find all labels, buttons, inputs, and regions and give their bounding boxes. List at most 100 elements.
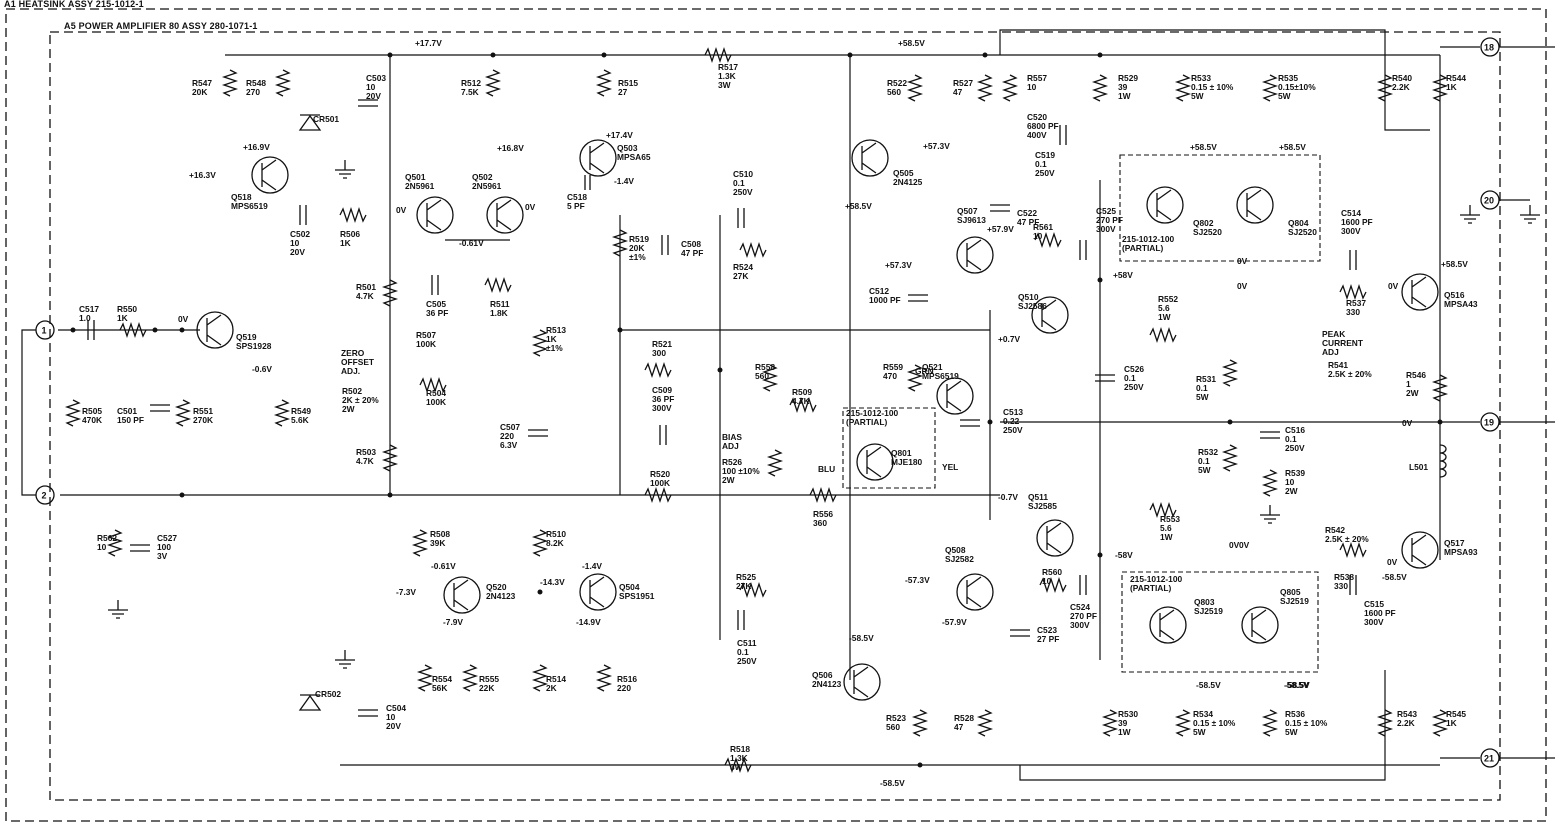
resistor-r520 — [644, 486, 672, 504]
voltage-label: -14.3V — [540, 577, 565, 587]
resistor-r555 — [461, 664, 479, 692]
note-grn: GRN — [915, 366, 934, 376]
voltage-label: -14.9V — [576, 617, 601, 627]
resistor-r535 — [1261, 74, 1279, 102]
note-yel: YEL — [942, 462, 958, 472]
resistor-r527 — [976, 74, 994, 102]
voltage-label: 0V — [178, 314, 189, 324]
ground-symbol — [1260, 505, 1280, 524]
transistor-q518 — [251, 156, 289, 194]
capacitor-c527 — [130, 544, 150, 552]
voltage-label: -7.9V — [443, 617, 463, 627]
voltage-label: +58.5V — [1279, 142, 1306, 152]
transistor-q516 — [1401, 273, 1439, 311]
voltage-label: -0.6V — [252, 364, 272, 374]
component-label-cr501: CR501 — [313, 114, 339, 124]
ground-symbol — [1520, 205, 1540, 224]
capacitor-c512 — [908, 294, 928, 302]
component-label-cr502: CR502 — [315, 689, 341, 699]
svg-text:2: 2 — [42, 491, 47, 501]
svg-text:19: 19 — [1484, 418, 1494, 428]
transistor-q510 — [1031, 296, 1069, 334]
capacitor-c514 — [1349, 250, 1357, 270]
diode-cr502 — [298, 694, 322, 711]
outer-frame-title: A1 HEATSINK ASSY 215-1012-1 — [4, 0, 144, 9]
resistor-r553 — [1149, 501, 1177, 519]
capacitor-c518 — [584, 175, 591, 190]
ground-symbol — [335, 160, 355, 179]
capacitor-c525 — [1079, 240, 1087, 260]
transistor-q503 — [579, 139, 617, 177]
capacitor-c510 — [737, 208, 745, 228]
capacitor-c502 — [299, 205, 307, 225]
resistor-r533 — [1174, 74, 1192, 102]
resistor-r536 — [1261, 709, 1279, 737]
ground-symbol — [335, 650, 355, 669]
resistor-r514 — [531, 664, 549, 692]
voltage-label: +16.9V — [243, 142, 270, 152]
voltage-label: -57.9V — [942, 617, 967, 627]
resistor-r547 — [221, 69, 239, 97]
resistor-r549 — [273, 399, 291, 427]
component-label-l501: L501 — [1409, 462, 1428, 472]
resistor-r521 — [644, 361, 672, 379]
rail-label-p58: +58.5V — [898, 38, 925, 48]
resistor-r537 — [1339, 283, 1367, 301]
transistor-q501 — [416, 196, 454, 234]
voltage-label: +57.9V — [987, 224, 1014, 234]
voltage-label: -58.5V — [1284, 680, 1309, 690]
resistor-r525 — [739, 581, 767, 599]
note-partial-2: 215-1012-100(PARTIAL) — [846, 408, 898, 427]
resistor-r540 — [1376, 74, 1394, 102]
resistor-r505 — [64, 399, 82, 427]
transistor-q507 — [956, 236, 994, 274]
voltage-label: 0V — [1239, 540, 1250, 550]
transistor-q511 — [1036, 519, 1074, 557]
resistor-r551 — [174, 399, 192, 427]
resistor-r524 — [739, 241, 767, 259]
inductor-l501 — [1439, 444, 1447, 478]
resistor-r510 — [531, 529, 549, 557]
resistor-r554 — [416, 664, 434, 692]
junction-dots — [70, 52, 1443, 768]
